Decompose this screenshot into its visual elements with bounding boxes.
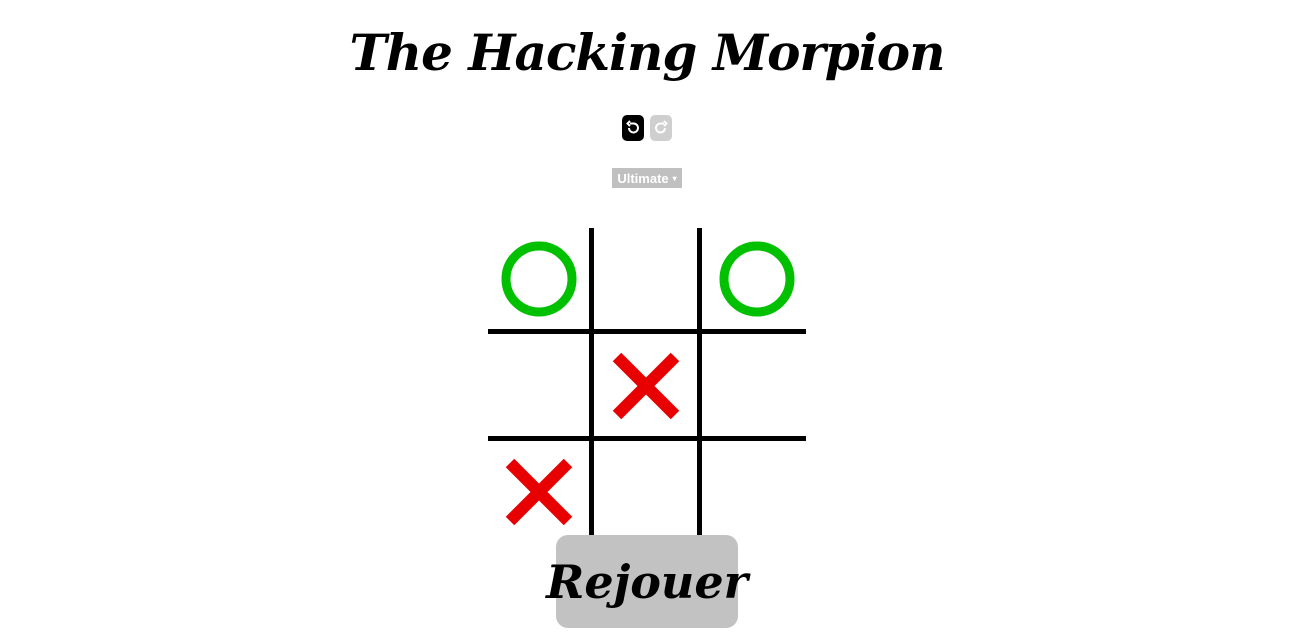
page-title: The Hacking Morpion: [349, 23, 946, 82]
mode-select-value: Ultimate: [617, 170, 669, 186]
grid-line-horizontal-1: [488, 329, 806, 334]
undo-button[interactable]: [622, 115, 644, 141]
mode-select[interactable]: Ultimate ▾: [612, 168, 682, 188]
replay-button[interactable]: Rejouer: [546, 535, 748, 628]
board-cell-1-0[interactable]: [489, 336, 589, 436]
redo-icon: [655, 120, 668, 134]
history-controls: [622, 115, 672, 141]
board-cell-1-2[interactable]: [704, 336, 804, 436]
board-cell-0-1[interactable]: [596, 229, 696, 329]
board-marks: [501, 241, 795, 526]
board-cell-2-2[interactable]: [704, 443, 804, 543]
board-cell-0-0[interactable]: [489, 229, 589, 329]
o-mark-0-0: [501, 241, 577, 317]
undo-icon: [626, 120, 639, 134]
x-mark-1-1: [612, 352, 680, 420]
board-grid: [488, 228, 806, 535]
board-cell-2-1[interactable]: [596, 443, 696, 543]
board-cell-1-1[interactable]: [596, 336, 696, 436]
chevron-down-icon: ▾: [672, 173, 677, 183]
o-mark-0-2: [719, 241, 795, 317]
board-cell-0-2[interactable]: [704, 229, 804, 329]
grid-line-vertical-1: [589, 228, 594, 535]
grid-line-vertical-2: [697, 228, 702, 535]
board-cell-2-0[interactable]: [489, 443, 589, 543]
x-mark-2-0: [505, 458, 573, 526]
grid-line-horizontal-2: [488, 436, 806, 441]
redo-button[interactable]: [650, 115, 672, 141]
